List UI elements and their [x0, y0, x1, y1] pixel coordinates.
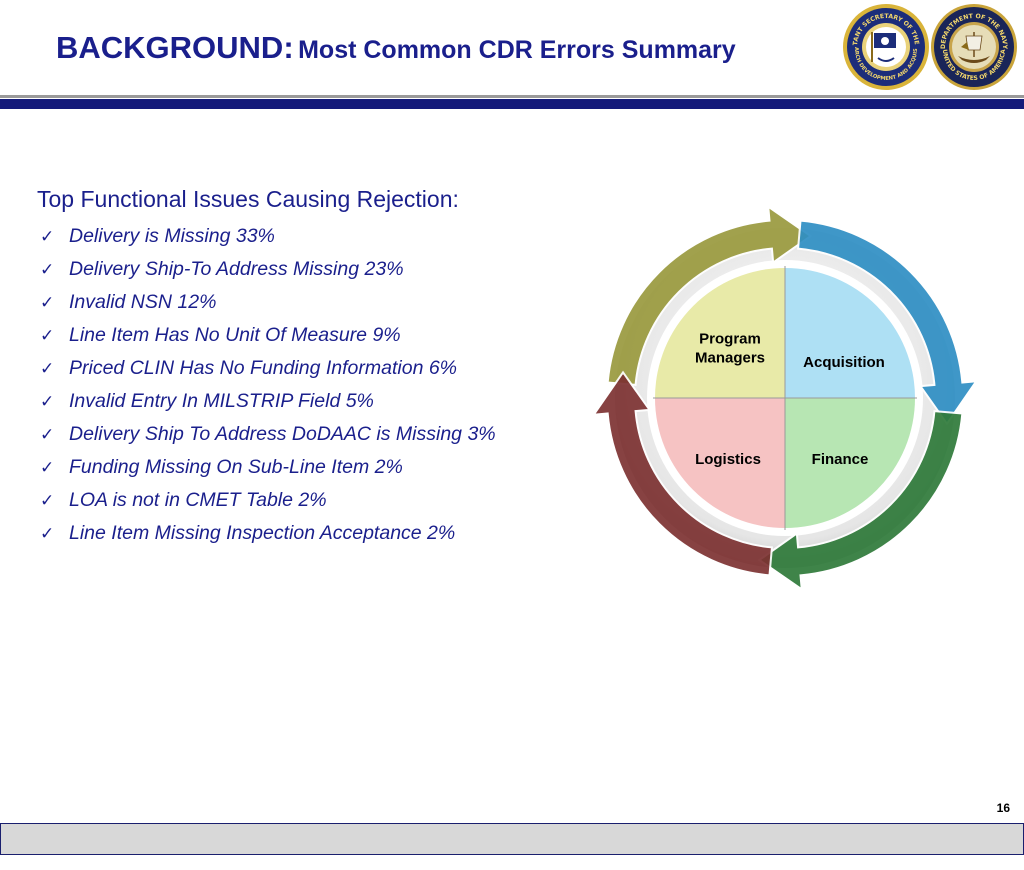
header-rule-gray [0, 95, 1024, 98]
list-item: ✓ Delivery Ship-To Address Missing 23% [40, 253, 496, 286]
list-item-text: Priced CLIN Has No Funding Information 6… [69, 357, 458, 379]
arrow-blue [796, 219, 979, 426]
checkmark-icon: ✓ [40, 392, 55, 411]
list-item-text: Line Item Missing Inspection Acceptance … [69, 522, 456, 544]
page-number: 16 [996, 801, 1010, 815]
checkmark-icon: ✓ [40, 227, 55, 246]
quadrant-logistics [655, 398, 785, 528]
checkmark-icon: ✓ [40, 524, 55, 543]
quadrant-acquisition [785, 268, 915, 398]
checkmark-icon: ✓ [40, 425, 55, 444]
checkmark-icon: ✓ [40, 458, 55, 477]
list-item: ✓ Line Item Missing Inspection Acceptance… [40, 517, 496, 550]
label-acquisition: Acquisition [803, 354, 885, 371]
list-item-text: Line Item Has No Unit Of Measure 9% [69, 324, 401, 346]
arrow-maroon [591, 370, 774, 577]
list-item: ✓ Line Item Has No Unit Of Measure 9% [40, 319, 496, 352]
list-item-text: Invalid Entry In MILSTRIP Field 5% [69, 390, 374, 412]
list-item-text: Funding Missing On Sub-Line Item 2% [69, 456, 403, 478]
list-item-text: Delivery Ship-To Address Missing 23% [69, 258, 404, 280]
list-item-text: Invalid NSN 12% [69, 291, 217, 313]
checkmark-icon: ✓ [40, 293, 55, 312]
header-rule-navy [0, 99, 1024, 109]
label-finance-line: Finance [812, 451, 869, 468]
arrow-olive [606, 204, 813, 387]
label-program-managers-line: Managers [695, 350, 765, 367]
list-item-text: Delivery is Missing 33% [69, 225, 275, 247]
list-item: ✓ LOA is not in CMET Table 2% [40, 484, 496, 517]
arrow-green [757, 409, 964, 590]
checkmark-icon: ✓ [40, 326, 55, 345]
checkmark-icon: ✓ [40, 491, 55, 510]
quadrant-program-managers [655, 268, 785, 398]
list-item: ✓ Funding Missing On Sub-Line Item 2% [40, 451, 496, 484]
title-prefix: BACKGROUND: [56, 30, 294, 65]
list-item: ✓ Priced CLIN Has No Funding Information … [40, 352, 496, 385]
list-item: ✓ Invalid NSN 12% [40, 286, 496, 319]
issue-list: ✓ Delivery is Missing 33% ✓ Delivery Ship-T… [40, 220, 496, 550]
label-acquisition-line: Acquisition [803, 354, 885, 371]
quadrant-finance [785, 398, 915, 528]
checkmark-icon: ✓ [40, 359, 55, 378]
label-logistics: Logistics [695, 451, 761, 468]
department-of-the-navy-seal-icon: DEPARTMENT OF THE NAVY UNITED STATES OF … [931, 4, 1017, 90]
footer-bar [0, 823, 1024, 855]
label-logistics-line: Logistics [695, 451, 761, 468]
page-title: BACKGROUND: Most Common CDR Errors Summa… [56, 30, 736, 66]
list-item: ✓ Invalid Entry In MILSTRIP Field 5% [40, 385, 496, 418]
list-item: ✓ Delivery Ship To Address DoDAAC is Miss… [40, 418, 496, 451]
asn-rda-seal-icon: ASSISTANT SECRETARY OF THE NAVY RESEARCH… [842, 2, 929, 90]
label-finance: Finance [812, 451, 869, 468]
checkmark-icon: ✓ [40, 260, 55, 279]
list-item: ✓ Delivery is Missing 33% [40, 220, 496, 253]
label-program-managers-line: Program [699, 331, 761, 348]
section-heading: Top Functional Issues Causing Rejection: [37, 186, 459, 212]
list-item-text: LOA is not in CMET Table 2% [69, 489, 327, 511]
title-rest: Most Common CDR Errors Summary [298, 36, 736, 64]
list-item-text: Delivery Ship To Address DoDAAC is Missi… [69, 423, 496, 445]
